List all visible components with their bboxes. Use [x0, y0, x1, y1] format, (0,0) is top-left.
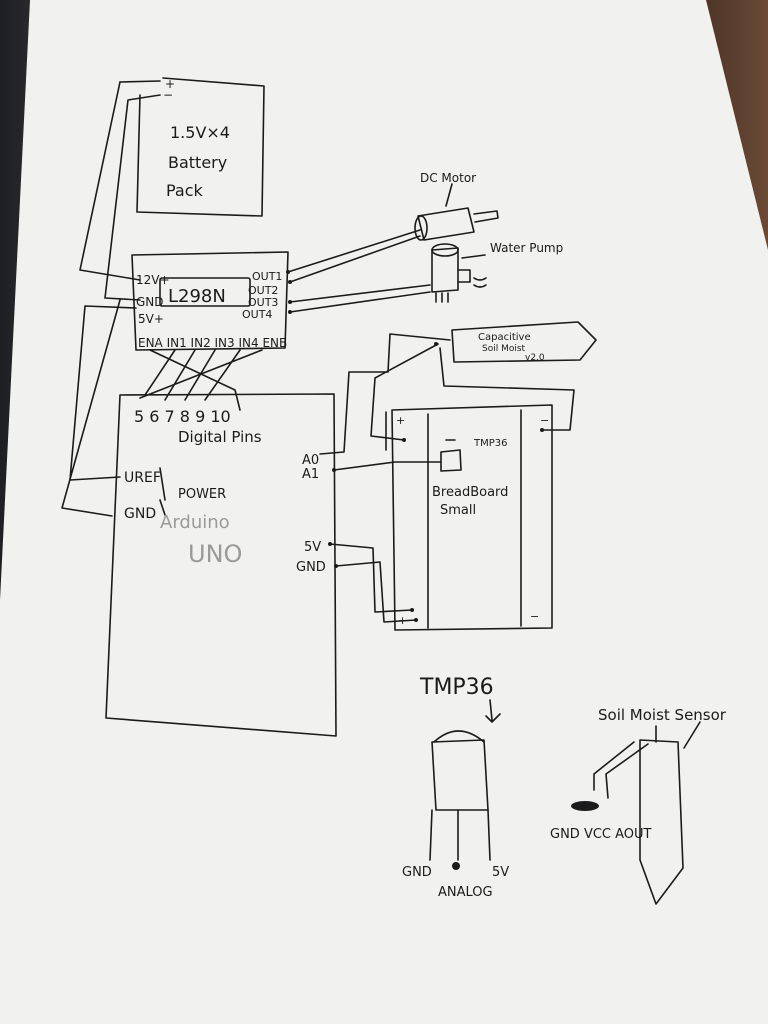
capacitive-soil-sensor — [319, 321, 597, 455]
arduino-uno-board — [105, 393, 337, 737]
breadboard-plus-top: + — [396, 414, 405, 427]
arduino-name-1: Arduino — [160, 512, 230, 533]
tmp36-detail-title: TMP36 — [419, 675, 494, 700]
battery-plus: + — [165, 77, 175, 91]
junction-dots — [286, 270, 599, 870]
breadboard-label-2: Small — [440, 503, 476, 518]
l298n-module — [61, 229, 431, 517]
arduino-gnd: GND — [124, 506, 156, 522]
soil-box-line3: v2.0 — [525, 353, 545, 363]
dc-motor-label: DC Motor — [420, 171, 476, 185]
battery-pack — [79, 77, 265, 301]
battery-label-1: 1.5V×4 — [170, 123, 230, 142]
l298n-pin-5v: 5V+ — [138, 312, 164, 326]
battery-label-3: Pack — [166, 181, 204, 200]
l298n-out3: OUT3 — [248, 296, 278, 309]
soil-moisture-detail — [593, 721, 701, 905]
water-pump — [431, 243, 487, 303]
arduino-pin-a0: A0 — [302, 453, 319, 468]
arduino-name-2: UNO — [188, 540, 242, 568]
breadboard-tmp-label: TMP36 — [473, 438, 508, 449]
soil-detail-pins: GND VCC AOUT — [550, 827, 652, 842]
l298n-name: L298N — [168, 286, 226, 307]
breadboard-minus-bottom: − — [530, 610, 539, 623]
arduino-pin-5v: 5V — [304, 540, 321, 555]
l298n-pin-gnd: GND — [136, 295, 164, 309]
breadboard-plus-bottom: + — [398, 614, 407, 627]
breadboard-small — [329, 404, 553, 631]
l298n-control-pins: ENA IN1 IN2 IN3 IN4 ENB — [138, 336, 287, 350]
tmp36-pin-analog: ANALOG — [438, 885, 493, 900]
arduino-uref: UREF — [124, 470, 161, 486]
l298n-pin-12v: 12V+ — [136, 273, 170, 287]
tmp36-detail — [429, 699, 501, 861]
digital-pins-label: Digital Pins — [178, 428, 262, 446]
battery-label-2: Battery — [168, 153, 227, 172]
l298n-out1: OUT1 — [252, 270, 282, 283]
tmp36-pin-gnd: GND — [402, 865, 432, 880]
breadboard-minus-top: − — [540, 414, 549, 427]
soil-detail-title: Soil Moist Sensor — [598, 706, 727, 724]
soil-box-line2: Soil Moist — [482, 344, 526, 354]
l298n-out4: OUT4 — [242, 308, 272, 321]
dc-motor — [414, 183, 499, 241]
arduino-pin-a1: A1 — [302, 467, 319, 482]
tmp36-pin-5v: 5V — [492, 865, 509, 880]
water-pump-label: Water Pump — [490, 241, 563, 255]
arduino-pin-gnd: GND — [296, 560, 326, 575]
l298n-out2: OUT2 — [248, 284, 278, 297]
digital-pin-numbers: 5 6 7 8 9 10 — [134, 407, 231, 426]
soil-box-line1: Capacitive — [478, 332, 531, 343]
breadboard-label-1: BreadBoard — [432, 485, 508, 500]
battery-minus: − — [163, 88, 173, 102]
power-label: POWER — [178, 487, 226, 502]
